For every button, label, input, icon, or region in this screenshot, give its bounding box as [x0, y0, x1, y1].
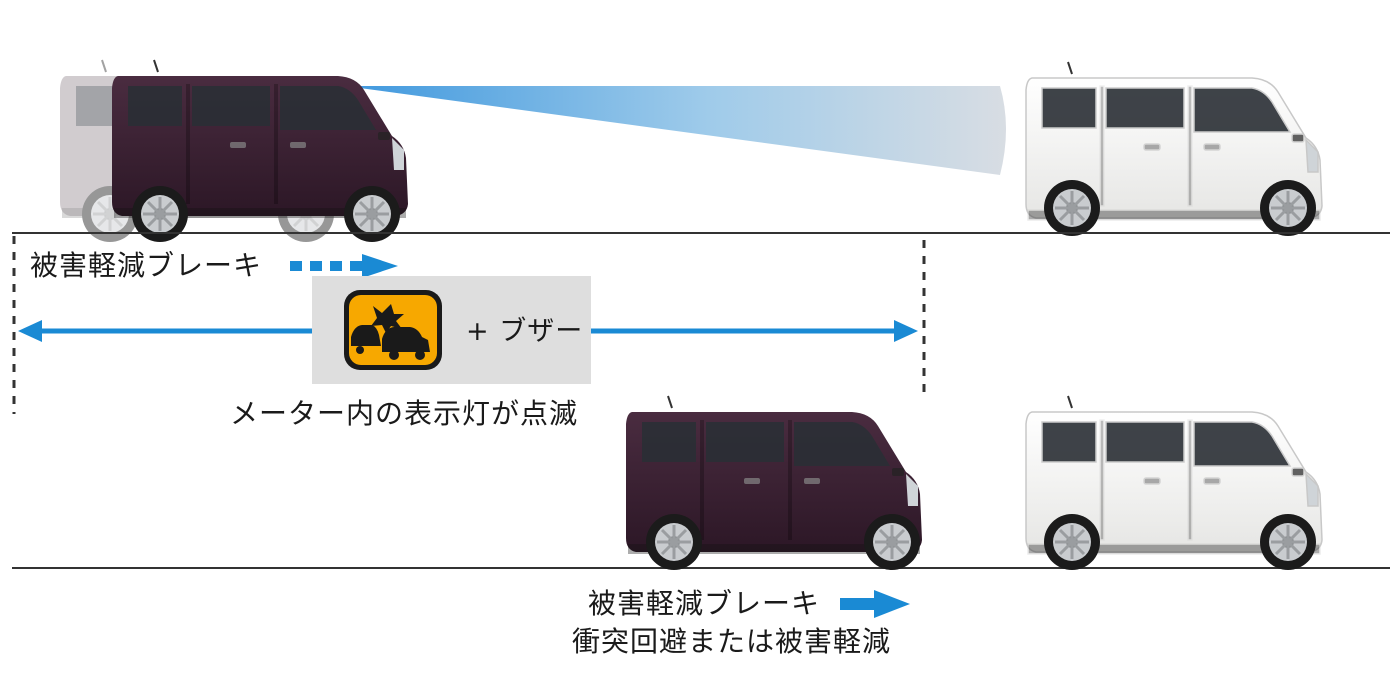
lead-van-top	[1025, 61, 1323, 238]
dashed-arrow-right-icon	[290, 254, 398, 278]
buzzer-label: + ブザー	[466, 316, 584, 347]
solid-arrow-right-icon	[840, 590, 910, 618]
lead-van-bottom	[1025, 395, 1323, 572]
collision-warning-icon	[344, 290, 442, 370]
radar-beam	[345, 86, 1006, 175]
brake-warning-label: 被害軽減ブレーキ	[30, 249, 263, 282]
result-label: 衝突回避または被害軽減	[572, 625, 892, 658]
own-van-bottom	[625, 395, 923, 572]
brake-active-label: 被害軽減ブレーキ	[588, 587, 821, 620]
meter-lamp-label: メーター内の表示灯が点滅	[230, 397, 579, 430]
